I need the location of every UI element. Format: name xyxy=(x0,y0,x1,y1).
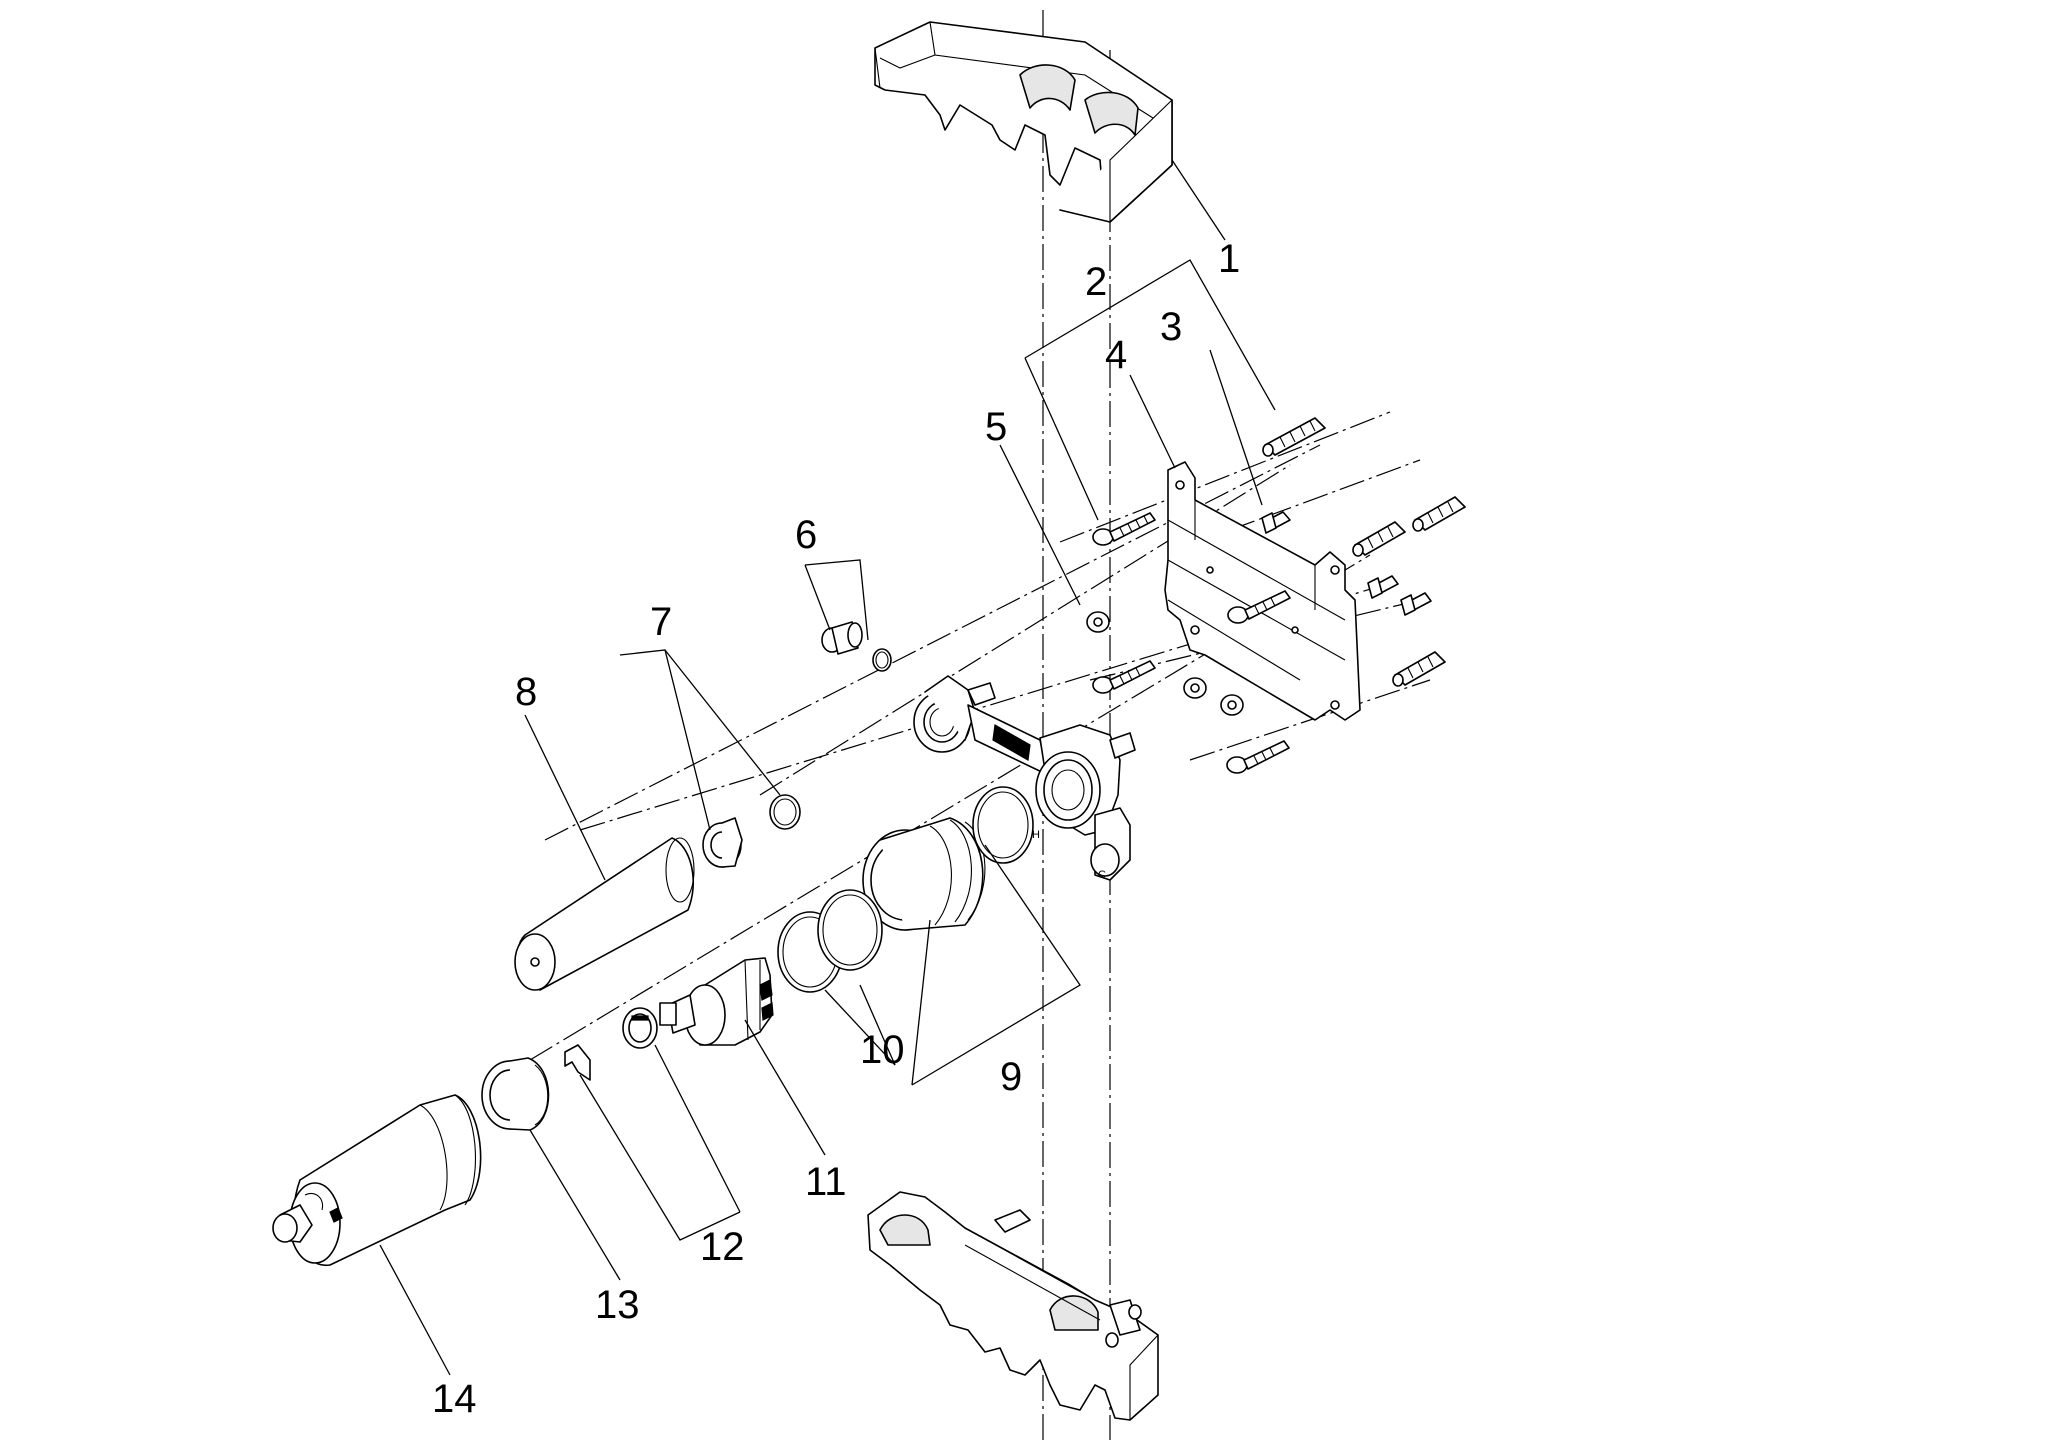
small-o-ring xyxy=(872,648,892,672)
bolt-top xyxy=(1261,511,1291,534)
callout-2: 2 xyxy=(1085,260,1107,304)
callouts: 1 2 3 4 5 6 7 8 9 10 11 12 13 14 xyxy=(432,237,1240,1421)
callout-6: 6 xyxy=(795,513,817,557)
o-ring-10-large-b xyxy=(817,889,883,971)
callout-8: 8 xyxy=(515,670,537,714)
wall-plug-right-3 xyxy=(1392,651,1446,687)
hot-mark: H xyxy=(1032,829,1040,841)
washer-middle xyxy=(1183,677,1207,699)
o-ring-7 xyxy=(769,794,801,830)
callout-4: 4 xyxy=(1105,333,1127,377)
flow-restrictor xyxy=(702,817,743,868)
threaded-sleeve xyxy=(862,817,986,931)
cold-mark: C xyxy=(1098,869,1106,881)
valve-body: H C xyxy=(913,675,1136,881)
mounting-plate xyxy=(1164,461,1361,721)
upper-mounting-block xyxy=(874,21,1173,223)
callout-7: 7 xyxy=(650,600,672,644)
leader-lines xyxy=(379,159,1276,1376)
callout-10: 10 xyxy=(860,1028,905,1072)
screw-center xyxy=(1227,590,1291,624)
lower-mounting-block xyxy=(867,1191,1159,1421)
wall-plug-right-1 xyxy=(1352,521,1406,557)
washer-upper xyxy=(1086,611,1110,633)
callout-12: 12 xyxy=(700,1225,745,1269)
callout-3: 3 xyxy=(1160,305,1182,349)
callout-1: 1 xyxy=(1218,237,1240,281)
wall-plug-right-2 xyxy=(1412,496,1466,532)
plug-fitting xyxy=(821,621,863,655)
adapter-ring xyxy=(481,1057,550,1131)
screw-lower-left xyxy=(1092,660,1156,694)
callout-14: 14 xyxy=(432,1377,477,1421)
mixing-cartridge xyxy=(659,957,774,1046)
bolt-right-2 xyxy=(1400,592,1432,616)
lever-handle xyxy=(272,1094,482,1266)
washer-lower xyxy=(1220,694,1244,716)
wall-plug-top xyxy=(1262,417,1326,457)
clip xyxy=(564,1044,591,1081)
bolt-right-1 xyxy=(1367,575,1399,599)
callout-5: 5 xyxy=(985,405,1007,449)
screw-upper-left xyxy=(1092,512,1156,546)
screw-bottom xyxy=(1226,740,1290,774)
o-ring-9-large xyxy=(972,786,1034,864)
retaining-ring xyxy=(622,1007,658,1049)
callout-13: 13 xyxy=(595,1283,640,1327)
callout-9: 9 xyxy=(1000,1055,1022,1099)
cover-sleeve xyxy=(514,837,695,991)
callout-11: 11 xyxy=(805,1160,847,1204)
